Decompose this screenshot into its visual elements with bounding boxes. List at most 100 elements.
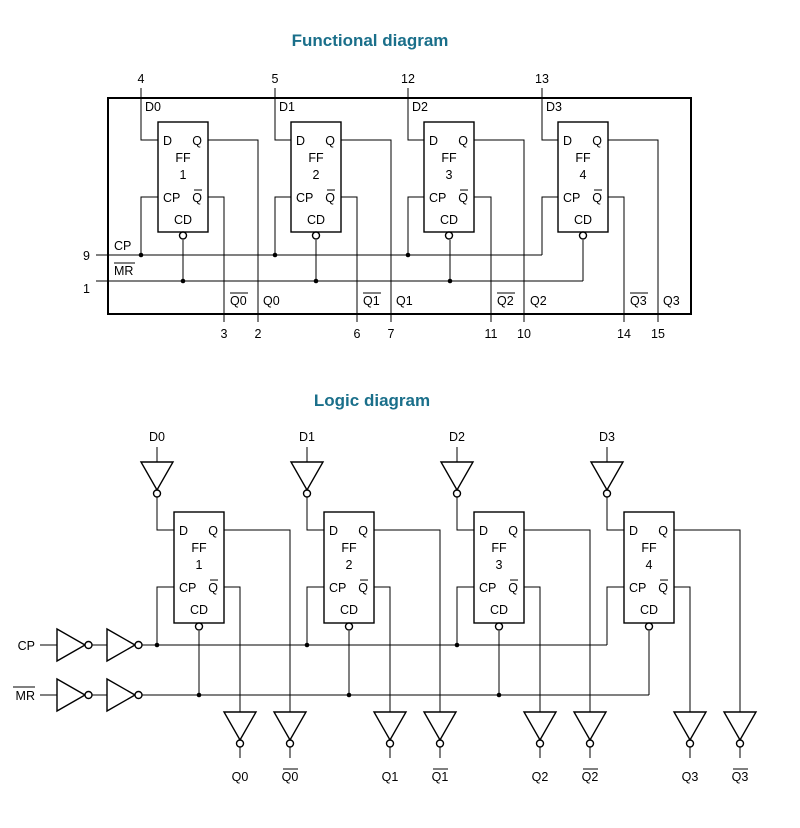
pin-q0: 2 [255, 327, 262, 341]
logic-mr-bus: MR [13, 631, 650, 713]
logic-label-q2: Q2 [532, 770, 549, 784]
label-q3: Q3 [663, 294, 680, 308]
functional-diagram-title: Functional diagram [292, 31, 449, 50]
logic-label-cp: CP [18, 639, 35, 653]
ff-cp-label: CP [296, 191, 313, 205]
ff-cd-inversion-bubble [444, 231, 454, 240]
ff-cd-inversion-bubble [344, 622, 354, 631]
output-inverter-4 [422, 711, 458, 758]
ff-cd-inversion-bubble [311, 231, 321, 240]
functional-output-pins: 3 2 6 7 11 10 14 15 [221, 327, 665, 341]
ff-qbar-label: Q [658, 581, 668, 595]
label-q0: Q0 [263, 294, 280, 308]
d1-input-inverter [289, 447, 325, 531]
functional-output-wires [208, 139, 659, 322]
label-d3: D3 [546, 100, 562, 114]
label-d1: D1 [279, 100, 295, 114]
label-d2: D2 [412, 100, 428, 114]
ff-d-label: D [179, 524, 188, 538]
ff-number-label: 3 [446, 168, 453, 182]
ff-name-label: FF [441, 151, 457, 165]
ff-q-label: Q [592, 134, 602, 148]
pin-d0: 4 [138, 72, 145, 86]
logic-output-inverters [222, 711, 758, 758]
ff-d-label: D [479, 524, 488, 538]
pin-q1-bar: 6 [354, 327, 361, 341]
ff-d-label: D [296, 134, 305, 148]
ff-cp-label: CP [479, 581, 496, 595]
pin-d1: 5 [272, 72, 279, 86]
pin-q3-bar: 14 [617, 327, 631, 341]
ff-number-label: 2 [346, 558, 353, 572]
logic-label-d3: D3 [599, 430, 615, 444]
mr-buffer-1 [56, 677, 87, 713]
logic-d-input-inverters [139, 447, 625, 531]
ff-name-label: FF [308, 151, 324, 165]
label-q3-bar: Q3 [630, 294, 647, 308]
ff-d-label: D [563, 134, 572, 148]
ff-q-label: Q [458, 134, 468, 148]
ff-qbar-label: Q [508, 581, 518, 595]
output-inverter-3 [372, 711, 408, 758]
ff-number-label: 4 [580, 168, 587, 182]
ff-cd-label: CD [307, 213, 325, 227]
d3-input-inverter [589, 447, 625, 531]
functional-mr-bus: 1 MR [83, 240, 584, 296]
pin-q0-bar: 3 [221, 327, 228, 341]
functional-d-inputs: 4 5 12 13 D0 D1 D2 D3 [138, 72, 562, 141]
functional-cp-bus: 9 CP [83, 196, 558, 263]
logic-label-d0: D0 [149, 430, 165, 444]
ff-qbar-label: Q [358, 581, 368, 595]
pin-q3: 15 [651, 327, 665, 341]
output-inverter-8 [722, 711, 758, 758]
output-inverter-6 [572, 711, 608, 758]
ff-q-label: Q [358, 524, 368, 538]
label-d0: D0 [145, 100, 161, 114]
ff-d-label: D [163, 134, 172, 148]
ff-name-label: FF [641, 541, 657, 555]
ff-d-label: D [629, 524, 638, 538]
ff-qbar-label: Q [458, 191, 468, 205]
ff-cd-label: CD [440, 213, 458, 227]
output-inverter-2 [272, 711, 308, 758]
logic-label-q2-bar: Q2 [582, 770, 599, 784]
ff-d-label: D [429, 134, 438, 148]
logic-label-q0-bar: Q0 [282, 770, 299, 784]
ff-q-label: Q [192, 134, 202, 148]
ff-cp-label: CP [629, 581, 646, 595]
ic-package-outline [107, 97, 692, 315]
logic-output-labels: Q0 Q0 Q1 Q1 Q2 Q2 Q3 Q3 [232, 768, 748, 784]
label-q1: Q1 [396, 294, 413, 308]
mr-buffer-2 [106, 677, 137, 713]
ff-cd-label: CD [340, 603, 358, 617]
ff-cd-label: CD [174, 213, 192, 227]
ff-qbar-label: Q [592, 191, 602, 205]
ff-number-label: 1 [180, 168, 187, 182]
label-mr: MR [114, 264, 133, 278]
ff-cd-label: CD [490, 603, 508, 617]
logic-label-d2: D2 [449, 430, 465, 444]
logic-diagram-title: Logic diagram [314, 391, 430, 410]
functional-output-labels: Q0 Q0 Q1 Q1 Q2 Q2 Q3 Q3 [230, 292, 680, 308]
label-q2-bar: Q2 [497, 294, 514, 308]
ff-cp-label: CP [329, 581, 346, 595]
pin-q2: 10 [517, 327, 531, 341]
ff-name-label: FF [575, 151, 591, 165]
ff-name-label: FF [175, 151, 191, 165]
cp-buffer-1 [56, 627, 87, 663]
ff-q-label: Q [208, 524, 218, 538]
ff-q-label: Q [508, 524, 518, 538]
ff-number-label: 1 [196, 558, 203, 572]
ff-cd-inversion-bubble [178, 231, 188, 240]
pin-q1: 7 [388, 327, 395, 341]
ff-qbar-label: Q [208, 581, 218, 595]
ff-number-label: 3 [496, 558, 503, 572]
logic-label-q1-bar: Q1 [432, 770, 449, 784]
d0-input-inverter [139, 447, 175, 531]
